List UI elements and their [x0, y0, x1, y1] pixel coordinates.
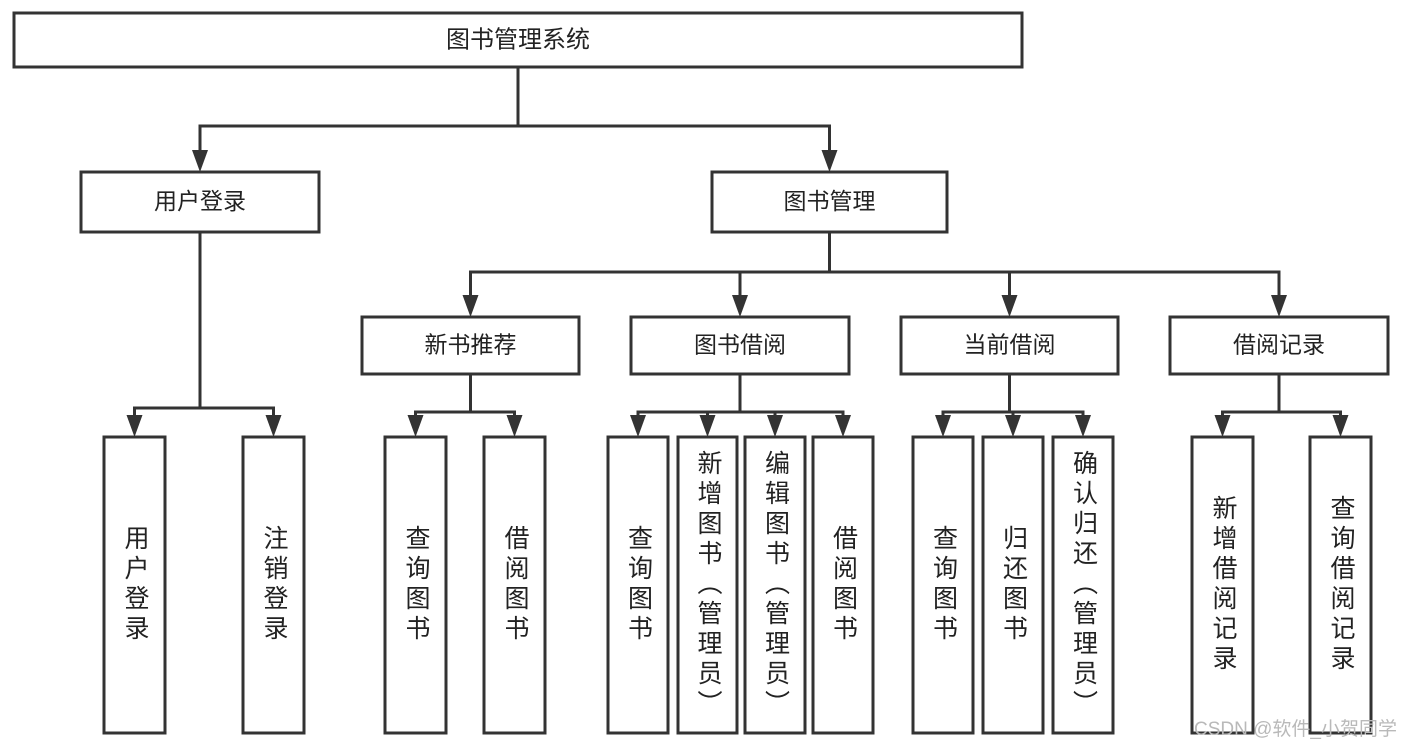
arrow-head-icon [835, 415, 851, 437]
node-leaf-box-6[interactable] [743, 435, 807, 735]
node-leaf-box-11[interactable] [1190, 435, 1255, 735]
arrow-head-icon [506, 415, 523, 437]
node-level2-label-1: 图书管理 [784, 188, 876, 214]
arrow-head-icon [1332, 415, 1349, 437]
node-leaf-box-3[interactable] [482, 435, 547, 735]
node-level2-label-0: 用户登录 [154, 188, 246, 214]
node-leaf-box-1[interactable] [241, 435, 306, 735]
arrow-head-icon [699, 415, 716, 437]
arrow-head-icon [1271, 295, 1287, 317]
node-level3-box-2[interactable] [899, 315, 1120, 376]
node-boxes-layer [12, 11, 1390, 735]
node-leaf-box-0[interactable] [102, 435, 167, 735]
node-leaf-box-9[interactable] [981, 435, 1045, 735]
arrow-head-icon [1001, 295, 1018, 317]
arrow-head-icon [935, 415, 951, 437]
node-leaf-box-12[interactable] [1308, 435, 1373, 735]
node-leaf-box-10[interactable] [1051, 435, 1115, 735]
node-level3-label-2: 当前借阅 [964, 332, 1056, 358]
node-level3-label-3: 借阅记录 [1233, 332, 1325, 358]
connector-lines-layer [126, 65, 1349, 437]
node-leaf-box-2[interactable] [383, 435, 448, 735]
node-level2-box-0[interactable] [79, 170, 321, 234]
arrow-head-icon [462, 295, 479, 317]
arrow-head-icon [732, 295, 748, 317]
arrow-head-icon [192, 150, 208, 172]
arrow-head-icon [767, 415, 783, 437]
node-leaf-box-8[interactable] [911, 435, 975, 735]
arrow-head-icon [265, 415, 282, 437]
arrow-head-icon [1075, 415, 1091, 437]
node-leaf-box-4[interactable] [606, 435, 670, 735]
arrow-head-icon [1005, 415, 1021, 437]
node-level3-box-0[interactable] [360, 315, 581, 376]
arrow-head-icon [821, 150, 838, 172]
node-level2-box-1[interactable] [710, 170, 949, 234]
node-level3-label-0: 新书推荐 [425, 332, 517, 358]
node-root-label: 图书管理系统 [446, 26, 590, 53]
node-level3-label-1: 图书借阅 [694, 332, 786, 358]
csdn-watermark: CSDN @软件_小贺同学 [1194, 719, 1397, 740]
node-leaf-box-7[interactable] [811, 435, 875, 735]
node-level3-box-1[interactable] [629, 315, 851, 376]
arrow-head-icon [407, 415, 424, 437]
arrow-head-icon [1214, 415, 1231, 437]
node-root-box[interactable] [12, 11, 1024, 69]
node-level3-box-3[interactable] [1168, 315, 1390, 376]
arrow-head-icon [126, 415, 143, 437]
node-leaf-box-5[interactable] [676, 435, 739, 735]
arrow-head-icon [630, 415, 646, 437]
